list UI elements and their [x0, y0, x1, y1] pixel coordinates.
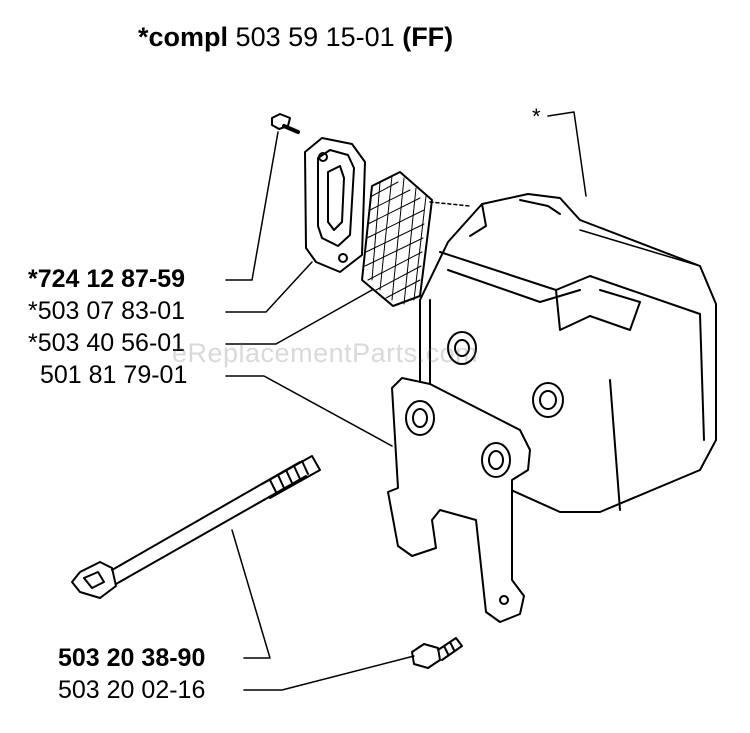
- screen-mesh-part: [361, 171, 433, 307]
- bracket-part: [387, 377, 531, 623]
- part-label-small-bolt: 503 20 02-16: [58, 676, 206, 704]
- small-bolt-part: [411, 637, 463, 669]
- title-suffix: (FF): [402, 22, 454, 52]
- title-part-number: 503 59 15-01: [235, 22, 395, 52]
- leader-lines: [225, 111, 587, 691]
- assembly-title: *compl 503 59 15-01 (FF): [138, 22, 453, 53]
- part-label-gasket-screw: *724 12 87-59: [28, 265, 186, 293]
- part-label-screen: *503 40 56-01: [28, 329, 186, 357]
- watermark: eReplacementParts.com: [172, 338, 479, 368]
- long-bolt-part: [71, 455, 321, 599]
- part-label-long-bolt: 503 20 38-90: [58, 644, 206, 672]
- title-prefix: *compl: [138, 22, 229, 52]
- part-label-bracket: 501 81 79-01: [40, 361, 188, 389]
- gasket-part: [304, 137, 366, 273]
- callout-star: *: [532, 104, 541, 129]
- small-screw-part: [271, 113, 300, 134]
- part-label-gasket: *503 07 83-01: [28, 297, 186, 325]
